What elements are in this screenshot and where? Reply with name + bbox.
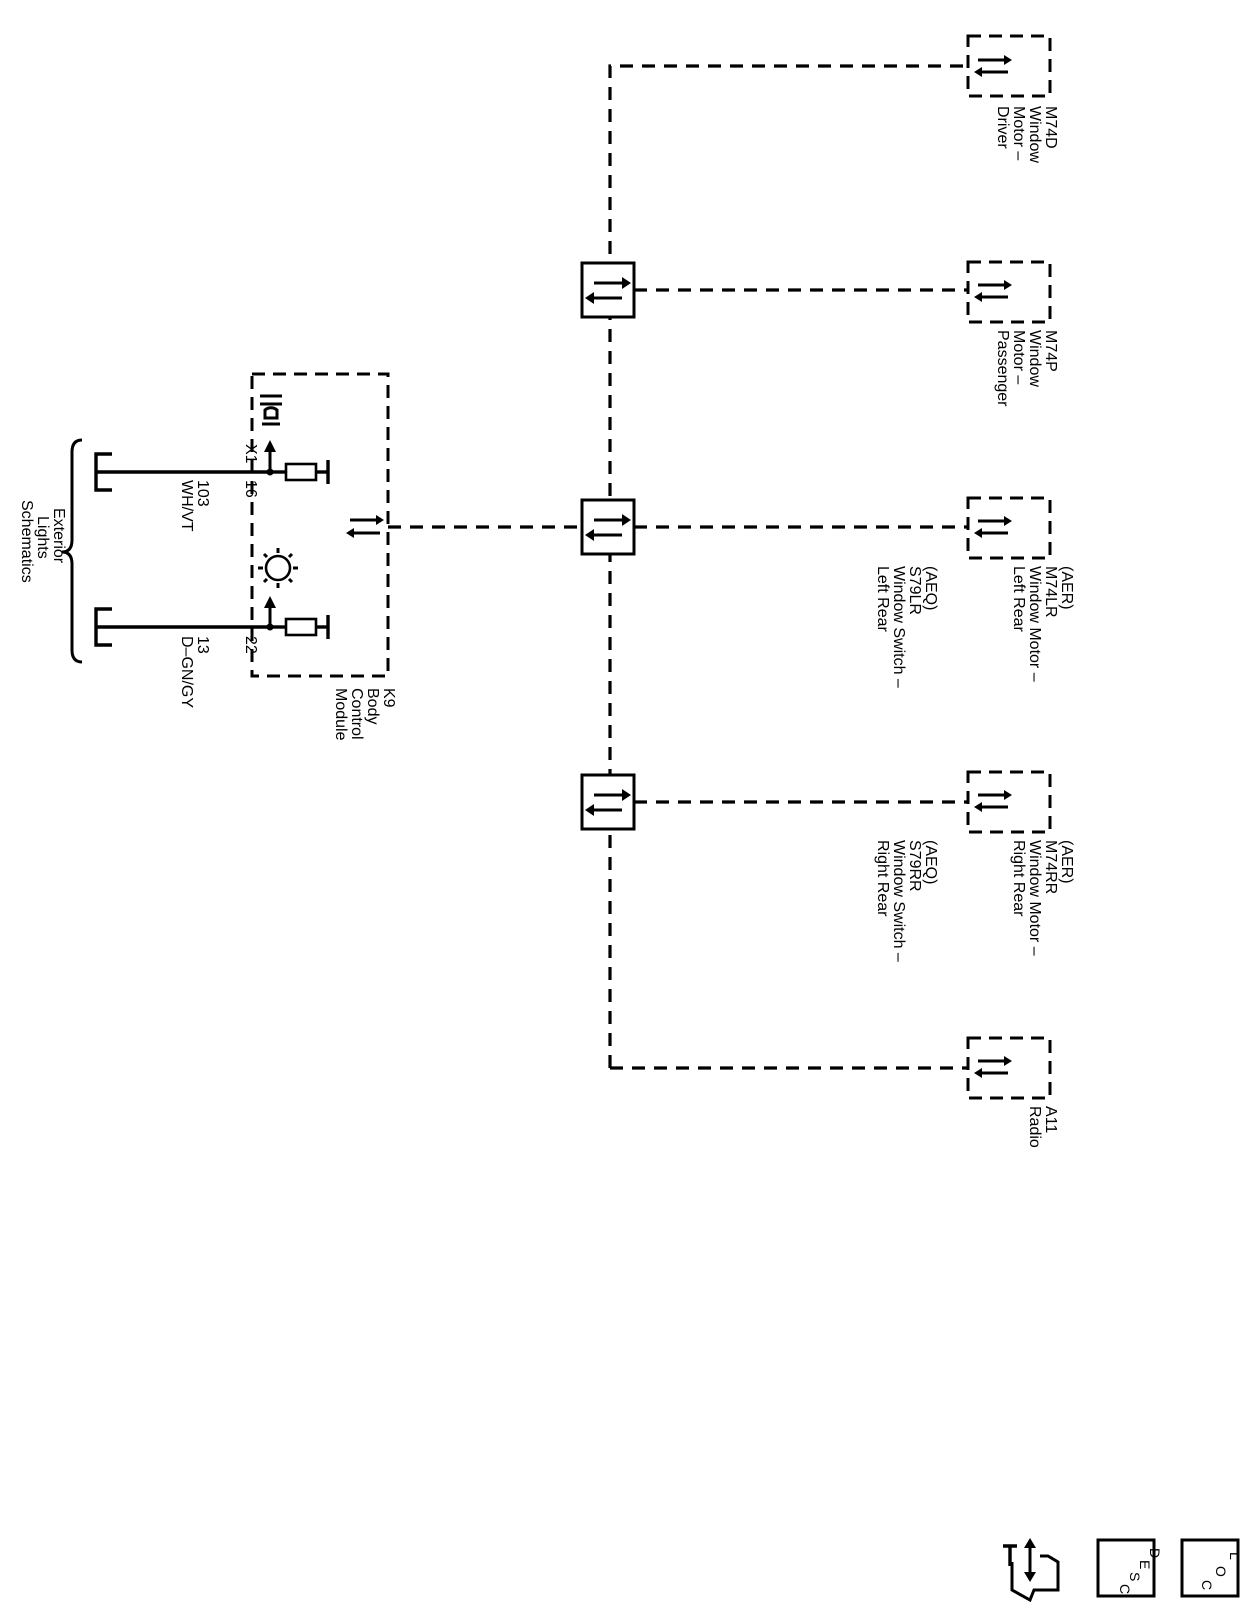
switch-block-passenger (580, 261, 636, 319)
svg-text:S: S (1127, 1572, 1143, 1581)
module-box-m74rr (966, 770, 1052, 834)
svg-text:S79LR: S79LR (906, 566, 923, 615)
reference-brace (61, 438, 83, 664)
serial-data-bus (388, 64, 968, 1070)
light-sun-icon (258, 548, 298, 588)
connector-end-13 (94, 607, 112, 647)
svg-text:Exterior: Exterior (50, 508, 67, 564)
svg-text:Right Rear: Right Rear (874, 840, 891, 917)
svg-text:(AEQ): (AEQ) (922, 566, 939, 610)
serial-data-legend-icon (1003, 1538, 1060, 1603)
svg-text:D–GN/GY: D–GN/GY (178, 636, 195, 708)
svg-text:22: 22 (242, 636, 259, 654)
label-m74d: M74D Window Motor – Driver (994, 106, 1059, 163)
label-m74p: M74P Window Motor – Passenger (994, 330, 1059, 407)
label-pin-16: 16 (242, 480, 259, 498)
svg-text:(AEQ): (AEQ) (922, 840, 939, 884)
svg-text:Driver: Driver (994, 106, 1011, 149)
svg-text:Motor –: Motor – (1010, 106, 1027, 160)
svg-text:M74RR: M74RR (1042, 840, 1059, 894)
label-pin-22: 22 (242, 636, 259, 654)
svg-text:O: O (1213, 1566, 1229, 1577)
svg-text:Motor –: Motor – (1010, 330, 1027, 384)
label-circuit-13: 13 D–GN/GY (178, 636, 211, 708)
svg-text:Schematics: Schematics (18, 500, 35, 583)
svg-text:Radio: Radio (1026, 1106, 1043, 1148)
svg-text:C: C (1117, 1584, 1133, 1594)
svg-text:Right Rear: Right Rear (1010, 840, 1027, 917)
svg-text:A11: A11 (1042, 1106, 1059, 1133)
module-box-k9 (250, 372, 390, 678)
svg-text:Window Switch –: Window Switch – (890, 566, 907, 688)
svg-text:Window Switch –: Window Switch – (890, 840, 907, 962)
module-box-m74d (966, 34, 1052, 98)
svg-text:Body: Body (364, 688, 381, 724)
label-connector-x1: X1 (242, 444, 259, 464)
switch-block-right-rear (580, 773, 636, 831)
desc-legend-button[interactable]: D E S C (1096, 1538, 1163, 1598)
driver-pin-22 (96, 596, 330, 639)
module-box-a11 (966, 1036, 1052, 1100)
connector-end-103 (94, 452, 112, 492)
svg-text:Window Motor –: Window Motor – (1026, 566, 1043, 682)
svg-text:16: 16 (242, 480, 259, 498)
svg-text:(AER): (AER) (1058, 840, 1075, 884)
svg-text:K9: K9 (380, 688, 397, 708)
label-circuit-103: 103 WH/VT (178, 480, 211, 532)
svg-text:(AER): (AER) (1058, 566, 1075, 610)
svg-text:X1: X1 (242, 444, 259, 464)
svg-text:D: D (1147, 1548, 1163, 1558)
label-a11: A11 Radio (1026, 1106, 1059, 1148)
svg-text:WH/VT: WH/VT (178, 480, 195, 532)
svg-text:Module: Module (332, 688, 349, 741)
svg-text:Passenger: Passenger (994, 330, 1011, 407)
svg-text:Left Rear: Left Rear (874, 566, 891, 632)
label-m74rr: (AER) M74RR Window Motor – Right Rear (1010, 840, 1075, 956)
loc-legend-button[interactable]: L O C (1180, 1538, 1243, 1598)
svg-text:S79RR: S79RR (906, 840, 923, 892)
svg-text:M74LR: M74LR (1042, 566, 1059, 618)
label-k9: K9 Body Control Module (332, 688, 397, 741)
module-box-m74p (966, 260, 1052, 324)
svg-text:E: E (1137, 1560, 1153, 1569)
svg-text:C: C (1199, 1580, 1215, 1590)
label-exterior-lights-reference[interactable]: Exterior Lights Schematics (18, 500, 67, 583)
svg-text:Window Motor –: Window Motor – (1026, 840, 1043, 956)
svg-text:Window: Window (1026, 330, 1043, 387)
svg-text:M74D: M74D (1042, 106, 1059, 149)
label-s79rr: (AEQ) S79RR Window Switch – Right Rear (874, 840, 939, 962)
driver-pin-16 (96, 440, 330, 484)
svg-text:Control: Control (348, 688, 365, 740)
svg-text:L: L (1227, 1552, 1243, 1560)
label-m74lr: (AER) M74LR Window Motor – Left Rear (1010, 566, 1075, 682)
module-box-m74lr (966, 496, 1052, 560)
svg-text:103: 103 (194, 480, 211, 507)
svg-text:Left Rear: Left Rear (1010, 566, 1027, 632)
switch-block-left-rear (580, 498, 636, 556)
lamp-symbol-icon (260, 394, 282, 426)
label-s79lr: (AEQ) S79LR Window Switch – Left Rear (874, 566, 939, 688)
svg-text:Lights: Lights (34, 516, 51, 559)
svg-text:Window: Window (1026, 106, 1043, 163)
svg-text:M74P: M74P (1042, 330, 1059, 372)
svg-text:13: 13 (194, 636, 211, 654)
